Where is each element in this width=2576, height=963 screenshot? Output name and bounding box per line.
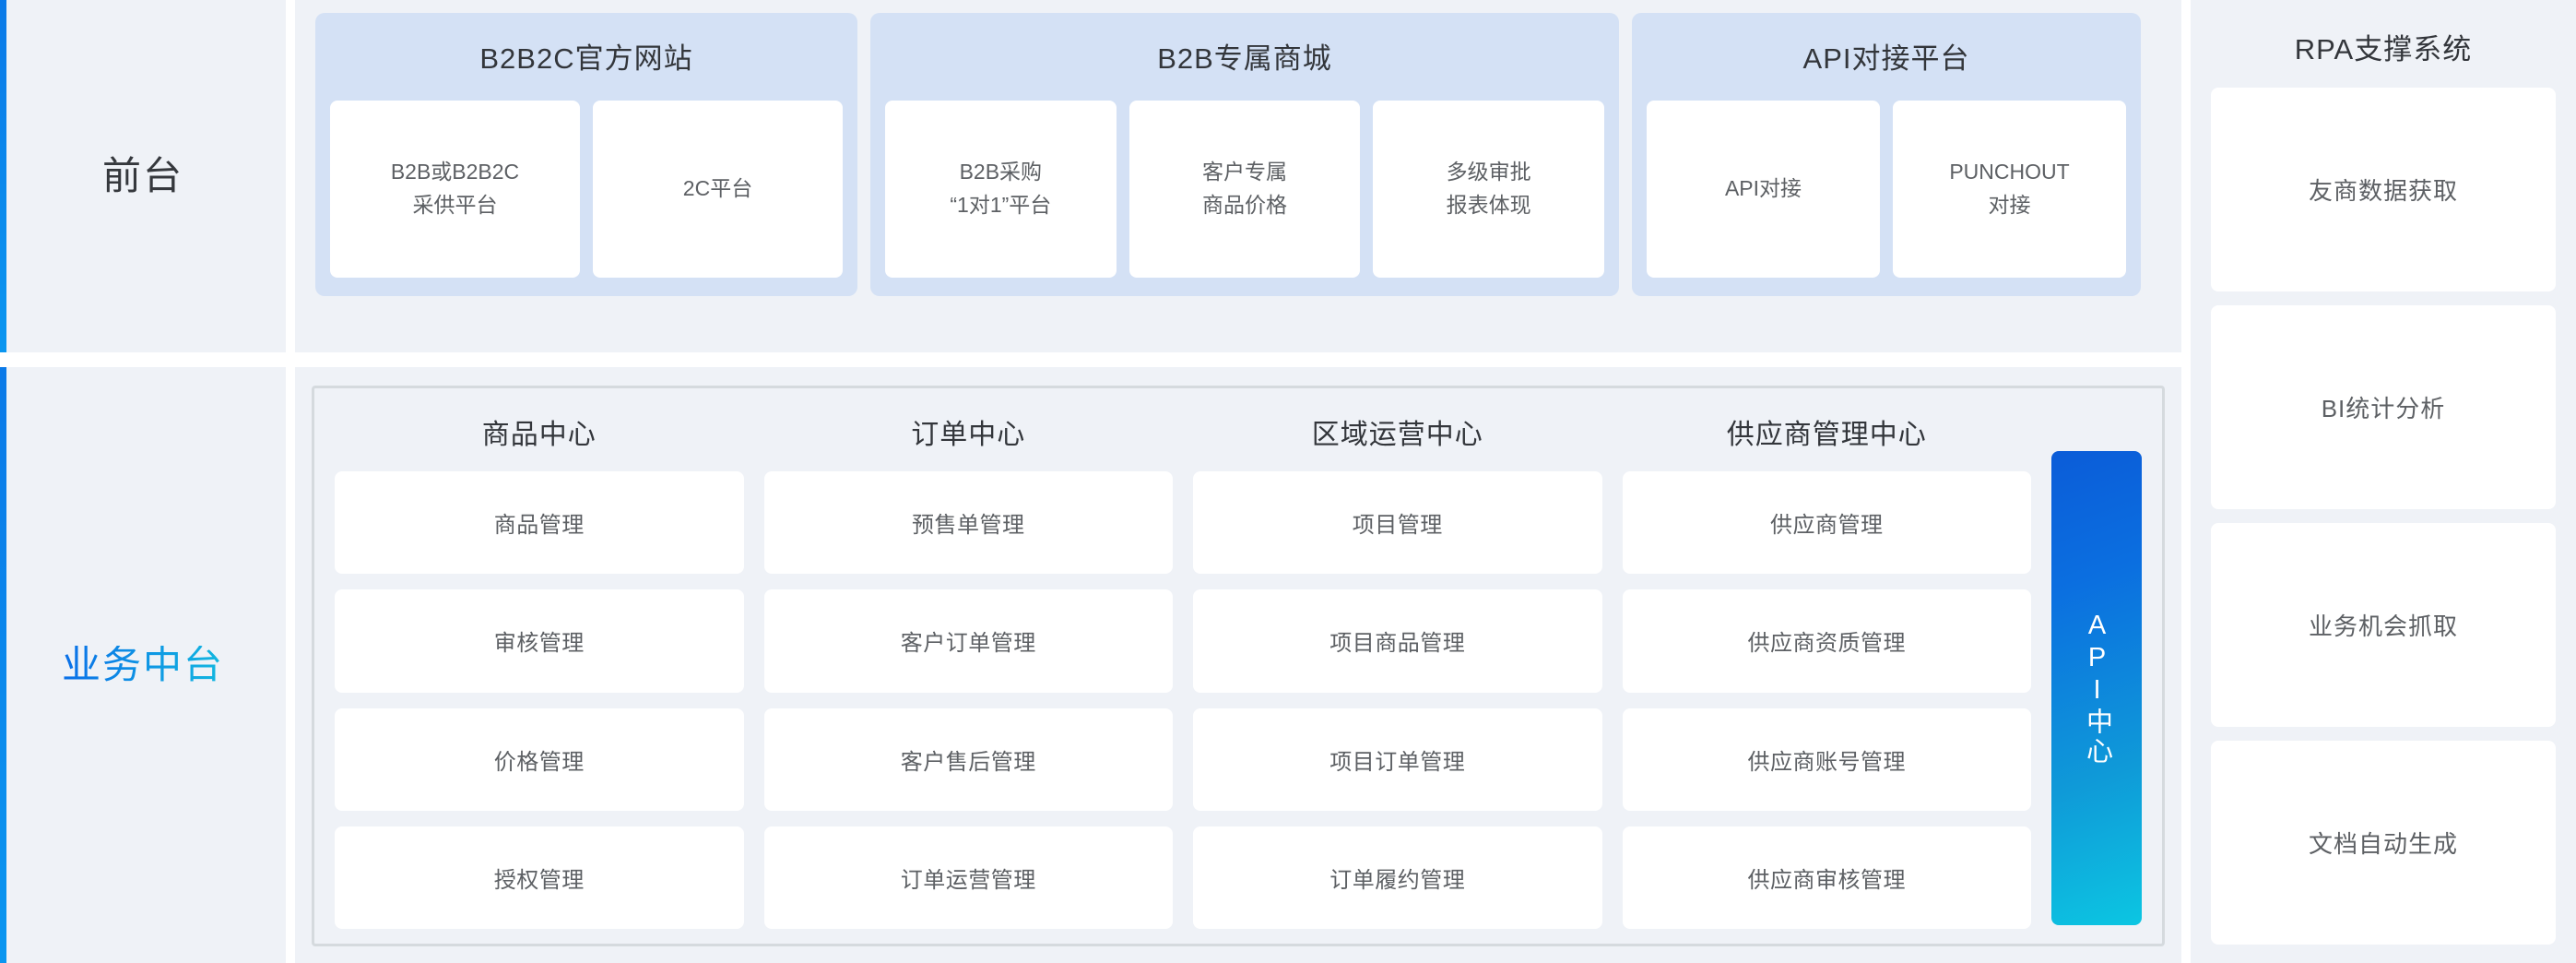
column-title: 供应商管理中心 (1726, 420, 1927, 450)
group-card-list: B2B或B2B2C 采供平台 2C平台 (330, 101, 843, 278)
card-item[interactable]: API对接 (1647, 101, 1880, 278)
middle-platform-label: 业务中台 (61, 643, 224, 686)
list-item[interactable]: 项目商品管理 (1193, 589, 1602, 693)
middle-platform-label-band: 业务中台 (0, 367, 286, 963)
column-title: 订单中心 (911, 420, 1026, 450)
card-item[interactable]: B2B或B2B2C 采供平台 (330, 101, 580, 278)
column-supplier-management-center: 供应商管理中心 供应商管理 供应商资质管理 供应商账号管理 供应商审核管理 (1622, 398, 2031, 929)
list-item[interactable]: 客户订单管理 (763, 589, 1173, 693)
card-item[interactable]: PUNCHOUT 对接 (1893, 101, 2126, 278)
api-center-bar[interactable]: API中心 (2051, 451, 2142, 925)
list-item[interactable]: 订单运营管理 (763, 826, 1173, 929)
column-item-list: 商品管理 审核管理 价格管理 授权管理 (335, 471, 744, 929)
list-item[interactable]: 订单履约管理 (1193, 826, 1602, 929)
middle-platform-container: 商品中心 商品管理 审核管理 价格管理 授权管理 订单中心 预售单管理 客户订单… (312, 386, 2165, 946)
column-order-center: 订单中心 预售单管理 客户订单管理 客户售后管理 订单运营管理 (763, 398, 1173, 929)
rpa-card-item[interactable]: 文档自动生成 (2211, 741, 2556, 945)
group-title: B2B2C官方网站 (479, 42, 693, 75)
rpa-card-item[interactable]: BI统计分析 (2211, 305, 2556, 509)
group-b2b-mall: B2B专属商城 B2B采购 “1对1”平台 客户专属 商品价格 多级审批 报表体… (870, 13, 1619, 296)
column-regional-operation-center: 区域运营中心 项目管理 项目商品管理 项目订单管理 订单履约管理 (1193, 398, 1602, 929)
group-b2b2c-website: B2B2C官方网站 B2B或B2B2C 采供平台 2C平台 (315, 13, 857, 296)
list-item[interactable]: 客户售后管理 (763, 707, 1173, 811)
group-card-list: B2B采购 “1对1”平台 客户专属 商品价格 多级审批 报表体现 (885, 101, 1605, 278)
front-stage-section: B2B2C官方网站 B2B或B2B2C 采供平台 2C平台 B2B专属商城 B2… (295, 0, 2181, 352)
column-item-list: 预售单管理 客户订单管理 客户售后管理 订单运营管理 (763, 471, 1173, 929)
rpa-support-section: RPA支撑系统 友商数据获取 BI统计分析 业务机会抓取 文档自动生成 (2191, 0, 2576, 963)
column-product-center: 商品中心 商品管理 审核管理 价格管理 授权管理 (335, 398, 744, 929)
group-api-platform: API对接平台 API对接 PUNCHOUT 对接 (1632, 13, 2141, 296)
card-item[interactable]: 2C平台 (593, 101, 843, 278)
group-card-list: API对接 PUNCHOUT 对接 (1647, 101, 2126, 278)
list-item[interactable]: 审核管理 (335, 589, 744, 693)
list-item[interactable]: 预售单管理 (763, 471, 1173, 575)
card-item[interactable]: 客户专属 商品价格 (1128, 101, 1361, 278)
list-item[interactable]: 供应商账号管理 (1622, 707, 2031, 811)
rpa-card-list: 友商数据获取 BI统计分析 业务机会抓取 文档自动生成 (2211, 88, 2556, 945)
column-title: 区域运营中心 (1311, 420, 1483, 450)
front-stage-label-band: 前台 (0, 0, 286, 352)
list-item[interactable]: 供应商资质管理 (1622, 589, 2031, 693)
column-item-list: 供应商管理 供应商资质管理 供应商账号管理 供应商审核管理 (1622, 471, 2031, 929)
middle-platform-section: 商品中心 商品管理 审核管理 价格管理 授权管理 订单中心 预售单管理 客户订单… (295, 367, 2181, 963)
list-item[interactable]: 项目订单管理 (1193, 707, 1602, 811)
group-title: B2B专属商城 (1157, 42, 1332, 75)
rpa-title: RPA支撑系统 (2294, 33, 2473, 65)
column-title: 商品中心 (481, 420, 597, 450)
card-item[interactable]: B2B采购 “1对1”平台 (885, 101, 1117, 278)
list-item[interactable]: 供应商审核管理 (1622, 826, 2031, 929)
list-item[interactable]: 商品管理 (335, 471, 744, 575)
rpa-card-item[interactable]: 友商数据获取 (2211, 88, 2556, 291)
card-item[interactable]: 多级审批 报表体现 (1373, 101, 1605, 278)
front-stage-label: 前台 (101, 154, 183, 197)
list-item[interactable]: 授权管理 (335, 826, 744, 929)
api-center-label: API中心 (2082, 610, 2112, 767)
column-item-list: 项目管理 项目商品管理 项目订单管理 订单履约管理 (1193, 471, 1602, 929)
rpa-card-item[interactable]: 业务机会抓取 (2211, 523, 2556, 727)
list-item[interactable]: 价格管理 (335, 707, 744, 811)
list-item[interactable]: 项目管理 (1193, 471, 1602, 575)
list-item[interactable]: 供应商管理 (1622, 471, 2031, 575)
group-title: API对接平台 (1802, 42, 1970, 75)
